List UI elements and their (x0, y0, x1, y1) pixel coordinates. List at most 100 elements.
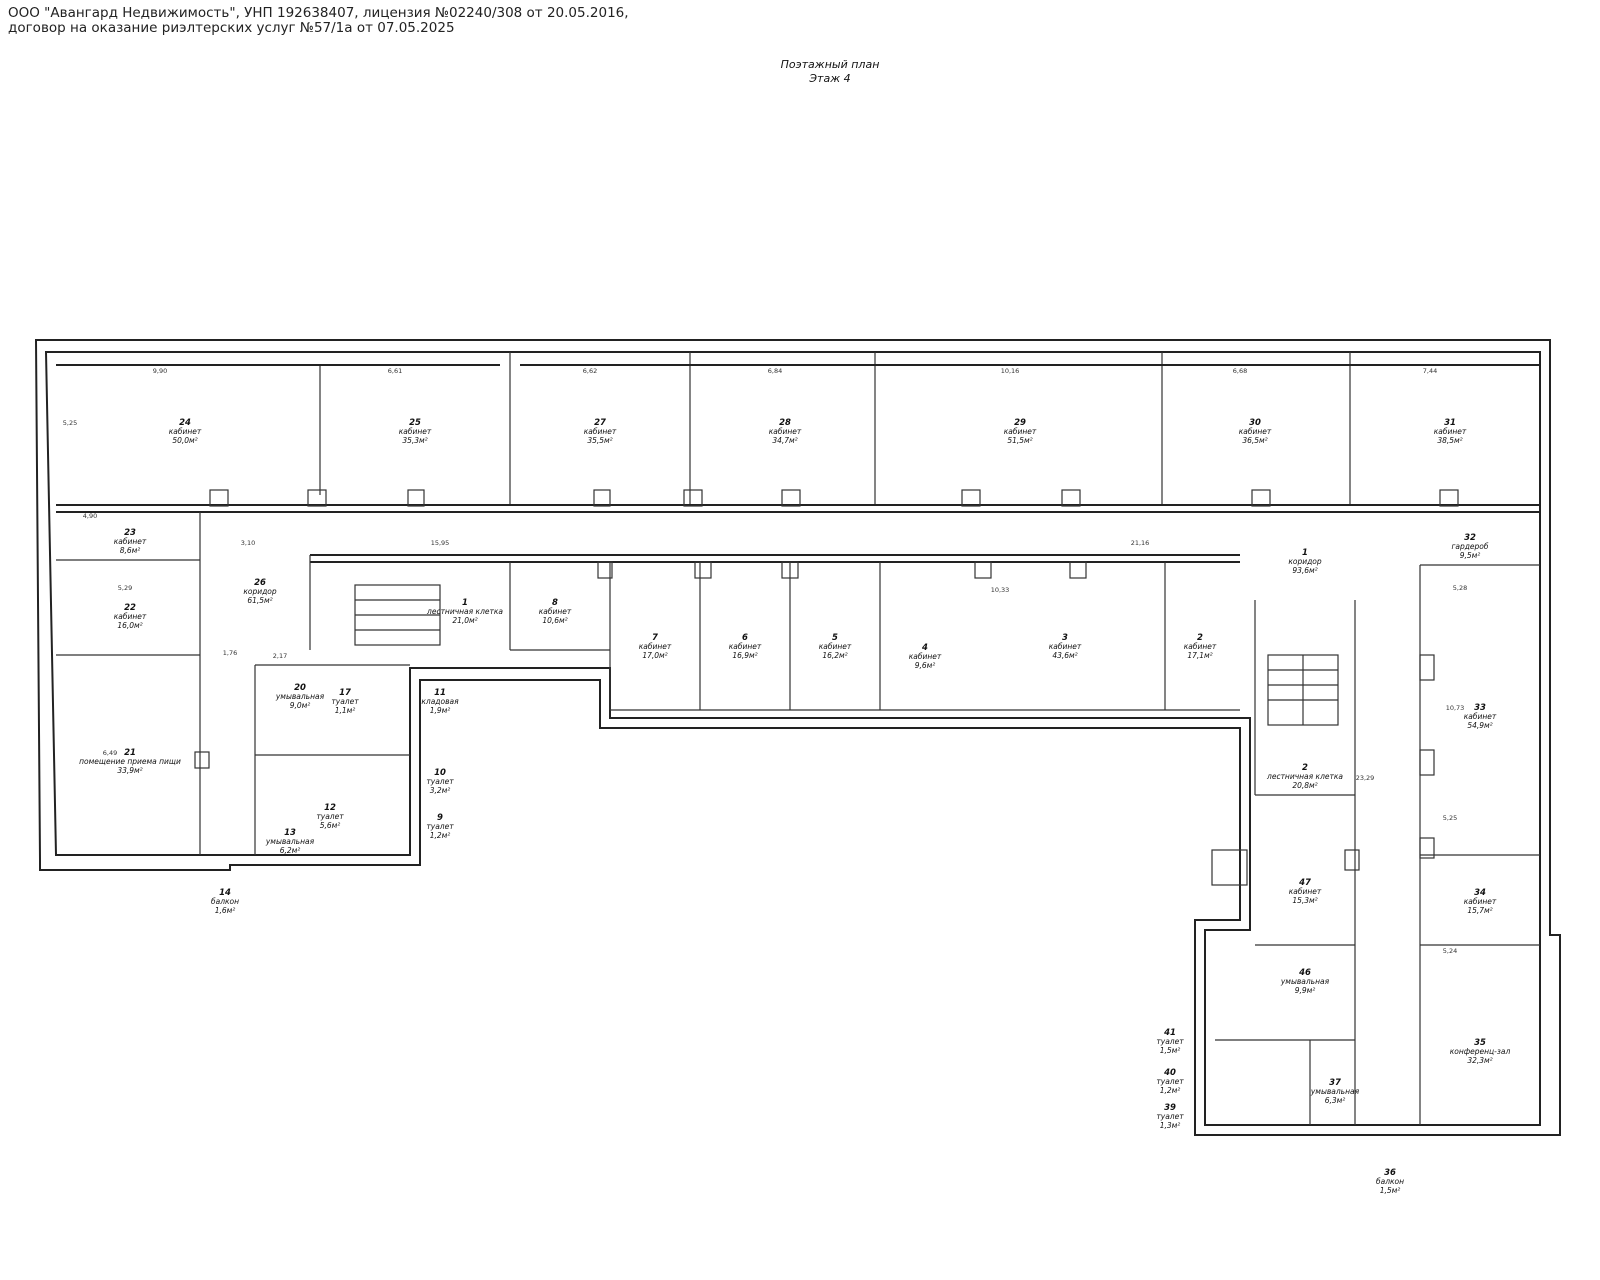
room-number: 20 (294, 683, 306, 693)
room-name: лестничная клетка (426, 607, 503, 616)
room-number: 32 (1464, 533, 1476, 543)
room-area: 3,2м² (430, 786, 451, 795)
license-line-2: договор на оказание риэлтерских услуг №5… (8, 20, 455, 36)
room-number: 25 (409, 418, 421, 428)
room-name: помещение приема пищи (79, 757, 181, 766)
room-area: 8,6м² (120, 546, 141, 555)
room-number: 12 (324, 803, 336, 813)
room-area: 1,2м² (430, 831, 451, 840)
room-name: кабинет (1464, 712, 1497, 721)
dimension-label: 5,29 (118, 584, 132, 592)
room-area: 20,8м² (1292, 781, 1317, 790)
room-area: 54,9м² (1467, 721, 1492, 730)
room-name: кабинет (1049, 642, 1082, 651)
room-name: кабинет (1184, 642, 1217, 651)
room-area: 6,2м² (280, 846, 301, 855)
partitions-middle (56, 512, 1240, 855)
room-number: 5 (832, 633, 838, 643)
room-number: 35 (1474, 1038, 1486, 1048)
dimension-label: 10,16 (1001, 367, 1020, 375)
room-name: коридор (243, 587, 277, 596)
room-name: умывальная (265, 837, 315, 846)
room-number: 24 (179, 418, 191, 428)
plan-title-main: Поэтажный план (780, 58, 880, 71)
room-area: 43,6м² (1052, 651, 1077, 660)
room-name: умывальная (275, 692, 325, 701)
room-name: туалет (1156, 1077, 1184, 1086)
room-name: кабинет (1239, 427, 1272, 436)
dimension-label: 3,10 (241, 539, 255, 547)
room-area: 9,5м² (1460, 551, 1481, 560)
room-number: 1 (462, 598, 468, 608)
room-number: 33 (1474, 703, 1486, 713)
room-number: 41 (1163, 1028, 1176, 1038)
room-area: 17,1м² (1187, 651, 1212, 660)
room-area: 17,0м² (642, 651, 667, 660)
dimension-label: 10,33 (991, 586, 1010, 594)
room-area: 33,9м² (117, 766, 142, 775)
room-name: лестничная клетка (1266, 772, 1343, 781)
dimension-label: 5,28 (1453, 584, 1467, 592)
room-area: 32,3м² (1467, 1056, 1492, 1065)
room-name: конференц-зал (1450, 1047, 1511, 1056)
room-name: кабинет (1464, 897, 1497, 906)
room-area: 1,5м² (1160, 1046, 1181, 1055)
room-number: 40 (1163, 1068, 1176, 1078)
room-area: 16,9м² (732, 651, 757, 660)
dimension-label: 6,61 (388, 367, 402, 375)
room-name: кабинет (169, 427, 202, 436)
dimension-label: 10,73 (1446, 704, 1465, 712)
room-number: 28 (779, 418, 791, 428)
room-name: кладовая (421, 697, 459, 706)
plan-title: Поэтажный план Этаж 4 (700, 58, 960, 86)
dimension-label: 4,90 (83, 512, 97, 520)
partitions-right (1215, 564, 1540, 1125)
room-number: 37 (1329, 1078, 1341, 1088)
room-area: 35,3м² (402, 436, 427, 445)
room-name: туалет (1156, 1112, 1184, 1121)
dimension-label: 21,16 (1131, 539, 1150, 547)
room-name: туалет (331, 697, 359, 706)
room-number: 1 (1302, 548, 1308, 558)
room-number: 7 (652, 633, 658, 643)
dimension-label: 6,62 (583, 367, 597, 375)
dimension-label: 5,25 (63, 419, 77, 427)
dimension-label: 6,68 (1233, 367, 1247, 375)
room-number: 11 (434, 688, 446, 698)
license-text: ООО "Авангард Недвижимость", УНП 1926384… (8, 6, 629, 36)
room-number: 9 (437, 813, 443, 823)
dimension-label: 7,44 (1423, 367, 1437, 375)
room-name: умывальная (1280, 977, 1330, 986)
room-name: кабинет (909, 652, 942, 661)
room-number: 30 (1249, 418, 1261, 428)
dimension-label: 9,90 (153, 367, 167, 375)
room-number: 29 (1014, 418, 1026, 428)
room-area: 5,6м² (320, 821, 341, 830)
room-area: 50,0м² (172, 436, 197, 445)
room-area: 36,5м² (1242, 436, 1267, 445)
room-name: кабинет (584, 427, 617, 436)
room-area: 9,0м² (290, 701, 311, 710)
room-area: 15,3м² (1292, 896, 1317, 905)
room-name: кабинет (1004, 427, 1037, 436)
room-area: 1,9м² (430, 706, 451, 715)
room-name: балкон (211, 897, 239, 906)
room-number: 23 (124, 528, 136, 538)
room-number: 26 (254, 578, 266, 588)
